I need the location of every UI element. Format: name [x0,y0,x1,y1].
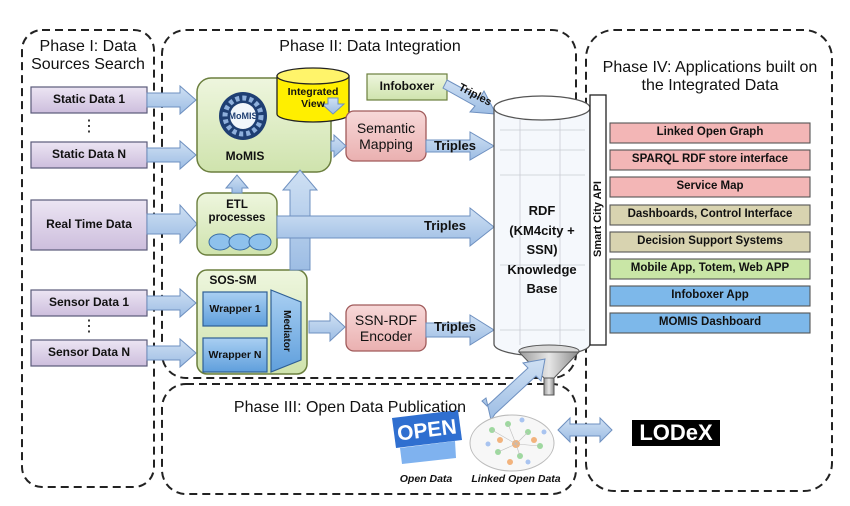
infoboxer-label: Infoboxer [379,79,435,94]
open-data-label: Open Data [399,472,453,485]
wrapper1-box [202,291,268,327]
app-bar-5 [609,258,811,280]
app-bar-2 [609,176,811,198]
integrated-view-label: Integrated View [287,85,339,110]
app-label-0: Linked Open Graph [656,126,764,139]
open-data-logo-icon [392,410,462,464]
triples-ssn: Triples [434,318,476,334]
mediator-label: Mediator [280,310,292,352]
app-label-7: MOMIS Dashboard [658,316,762,329]
source-ellipsis-sensor: ⋮ [81,317,97,335]
app-label-6: Infoboxer App [671,289,749,302]
etl-disks-icon [208,233,272,251]
source-arrows [146,84,198,369]
app-bar-6 [609,285,811,307]
phase2-title: Phase II: Data Integration [279,37,461,55]
app-bar-3 [609,204,811,226]
triples-etl: Triples [424,217,466,233]
source-sensor-n: Sensor Data N [47,345,131,360]
app-bar-1 [609,149,811,171]
infoboxer-box [366,73,448,101]
momis-logo-icon [219,92,267,140]
lodex-logo-text: LODeX [639,420,713,446]
semantic-mapping-label: Semantic Mapping [356,119,416,152]
semantic-mapping-box [345,110,427,162]
knowledge-base-cylinder [493,95,591,357]
source-static-1: Static Data 1 [52,92,126,107]
lodex-arrow [557,416,613,444]
momis-label: MoMIS [225,149,265,164]
phase1-box [21,29,155,488]
source-ellipsis-static: ⋮ [81,117,97,135]
app-bar-0 [609,122,811,144]
sos-sm-label: SOS-SM [209,273,257,288]
mediator-shape [270,289,302,373]
source-static-n: Static Data N [51,147,127,162]
etl-label: ETL processes [208,198,266,224]
app-bar-4 [609,231,811,253]
linked-open-data-cloud-icon [469,414,555,472]
publication-arrow [481,358,546,422]
triples-semantic: Triples [434,137,476,153]
app-label-5: Mobile App, Totem, Web APP [630,262,790,275]
lodex-logo-box [632,420,720,446]
phase1-title: Phase I: Data Sources Search [31,37,145,73]
linked-open-data-label: Linked Open Data [471,472,561,485]
wrapperN-box [202,337,268,373]
knowledge-base-label: RDF (KM4city + SSN) Knowledge Base [507,203,577,297]
funnel-icon [517,344,581,396]
app-bar-7 [609,312,811,334]
app-label-3: Dashboards, Control Interface [627,208,793,221]
application-bars [609,122,811,334]
phase4-title: Phase IV: Applications built on the Inte… [602,58,818,94]
app-label-4: Decision Support Systems [637,235,783,248]
phase3-box [161,383,577,495]
ssn-rdf-label: SSN-RDF Encoder [354,311,418,344]
wrapperN-label: Wrapper N [208,348,262,361]
internal-arrows [224,79,497,346]
smart-city-api-label: Smart City API [591,181,604,258]
app-label-2: Service Map [676,180,744,193]
smart-city-api-bar [589,94,607,346]
source-sensor-1: Sensor Data 1 [48,295,130,310]
app-label-1: SPARQL RDF store interface [631,153,789,166]
phase3-title: Phase III: Open Data Publication [233,398,467,416]
momis-logo-text: MoMIS [228,110,258,121]
source-real-time: Real Time Data [46,217,132,232]
wrapper1-label: Wrapper 1 [209,302,261,315]
